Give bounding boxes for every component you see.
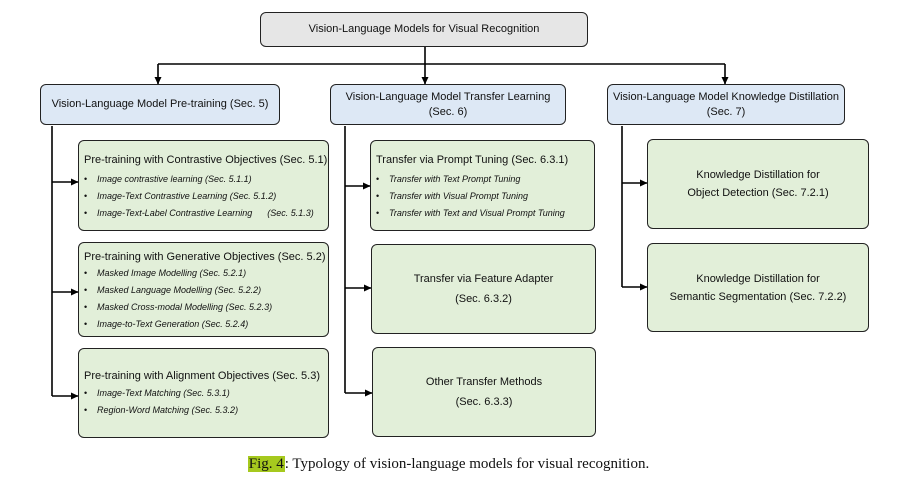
category-knowledge-distillation: Vision-Language Model Knowledge Distilla… — [607, 84, 845, 125]
category-title: Vision-Language Model Knowledge Distilla… — [612, 90, 840, 103]
category-section: (Sec. 6) — [428, 105, 468, 118]
list-item: Masked Language Modelling (Sec. 5.2.2) — [84, 282, 272, 299]
leaf-other-transfer-methods: Other Transfer Methods (Sec. 6.3.3) — [372, 347, 596, 437]
leaf-distillation-detection: Knowledge Distillation for Object Detect… — [647, 139, 869, 229]
leaf-section: Object Detection (Sec. 7.2.1) — [687, 187, 829, 199]
root-node: Vision-Language Models for Visual Recogn… — [260, 12, 588, 47]
leaf-feature-adapter: Transfer via Feature Adapter (Sec. 6.3.2… — [371, 244, 596, 334]
figure-caption: Fig. 4: Typology of vision-language mode… — [0, 456, 897, 473]
list-item: Image-Text Matching (Sec. 5.3.1) — [84, 385, 238, 402]
leaf-distillation-segmentation: Knowledge Distillation for Semantic Segm… — [647, 243, 869, 332]
list-item: Image-Text Contrastive Learning (Sec. 5.… — [84, 188, 314, 205]
leaf-alignment-objectives: Pre-training with Alignment Objectives (… — [78, 348, 329, 438]
category-pretraining: Vision-Language Model Pre-training (Sec.… — [40, 84, 280, 125]
list-item: Transfer with Text Prompt Tuning — [376, 171, 565, 188]
leaf-title: Pre-training with Alignment Objectives (… — [84, 370, 320, 382]
leaf-title: Knowledge Distillation for — [696, 169, 820, 181]
category-section: (Sec. 7) — [706, 105, 746, 118]
list-item: Masked Image Modelling (Sec. 5.2.1) — [84, 265, 272, 282]
leaf-title: Other Transfer Methods — [425, 376, 543, 388]
list-item: Image-to-Text Generation (Sec. 5.2.4) — [84, 316, 272, 333]
root-title: Vision-Language Models for Visual Recogn… — [308, 23, 540, 35]
leaf-title: Pre-training with Contrastive Objectives… — [84, 154, 328, 166]
leaf-contrastive-objectives: Pre-training with Contrastive Objectives… — [78, 140, 329, 231]
leaf-title: Transfer via Feature Adapter — [413, 273, 554, 285]
leaf-section: (Sec. 6.3.2) — [455, 293, 512, 305]
leaf-title: Transfer via Prompt Tuning (Sec. 6.3.1) — [376, 154, 569, 166]
leaf-section: Semantic Segmentation (Sec. 7.2.2) — [669, 290, 847, 303]
list-item: Image-Text-Label Contrastive Learning (S… — [84, 205, 314, 222]
category-transfer-learning: Vision-Language Model Transfer Learning … — [330, 84, 566, 125]
leaf-title: Knowledge Distillation for — [696, 272, 820, 285]
leaf-prompt-tuning: Transfer via Prompt Tuning (Sec. 6.3.1) … — [370, 140, 595, 231]
leaf-section: (Sec. 6.3.3) — [455, 396, 513, 408]
list-item: Image contrastive learning (Sec. 5.1.1) — [84, 171, 314, 188]
leaf-title: Pre-training with Generative Objectives … — [84, 251, 326, 263]
figure-label-link[interactable]: Fig. 4 — [247, 456, 285, 472]
caption-text: : Typology of vision-language models for… — [284, 456, 650, 472]
list-item: Transfer with Text and Visual Prompt Tun… — [376, 205, 565, 222]
leaf-generative-objectives: Pre-training with Generative Objectives … — [78, 242, 329, 337]
category-title: Vision-Language Model Transfer Learning — [345, 90, 551, 103]
list-item: Masked Cross-modal Modelling (Sec. 5.2.3… — [84, 299, 272, 316]
list-item: Region-Word Matching (Sec. 5.3.2) — [84, 402, 238, 419]
category-title: Vision-Language Model Pre-training (Sec.… — [51, 98, 269, 110]
list-item: Transfer with Visual Prompt Tuning — [376, 188, 565, 205]
